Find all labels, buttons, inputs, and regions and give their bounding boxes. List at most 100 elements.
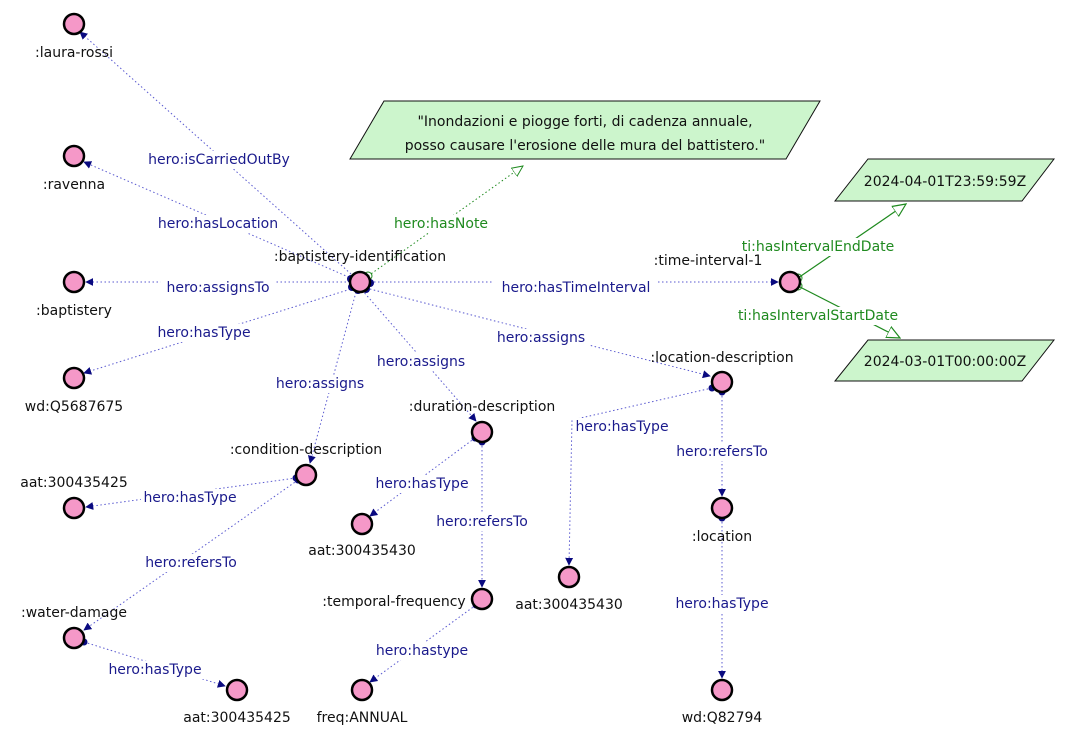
node-aat425a[interactable]: aat:300435425 — [20, 475, 128, 520]
literal-shape — [833, 339, 1056, 382]
node-circle[interactable] — [710, 370, 734, 394]
edge-ti1-startdate: ti:hasIntervalStartDate — [723, 281, 913, 338]
node-label: freq:ANNUAL — [317, 710, 408, 726]
edge-label-bg — [371, 353, 471, 371]
edge-label-bg — [105, 661, 205, 679]
node-circle[interactable] — [62, 144, 86, 168]
literal-text: 2024-04-01T23:59:59Z — [864, 174, 1026, 190]
literals-layer: "Inondazioni e piogge forti, di cadenza … — [349, 100, 1056, 382]
edge-locdesc-location: hero:refersTo — [668, 388, 776, 497]
node-durdesc[interactable]: :duration-description — [409, 399, 556, 444]
node-annual[interactable]: freq:ANNUAL — [317, 678, 408, 726]
edge-label: hero:isCarriedOutBy — [148, 152, 290, 168]
node-water[interactable]: :water-damage — [21, 605, 127, 650]
node-circle[interactable] — [294, 463, 318, 487]
literal-enddate[interactable]: 2024-04-01T23:59:59Z — [833, 158, 1056, 202]
node-label: aat:300435430 — [308, 543, 416, 559]
edge-label: ti:hasIntervalEndDate — [742, 239, 895, 255]
edge-locdesc-aat430b: hero:hasType — [565, 384, 716, 566]
literal-note[interactable]: "Inondazioni e piogge forti, di cadenza … — [349, 100, 821, 160]
edge-label: hero:assigns — [377, 354, 465, 370]
edge-durdesc-aat430a: hero:hasType — [369, 434, 479, 517]
edge-label-bg — [428, 513, 536, 531]
edge-line — [565, 387, 713, 566]
node-aat430a[interactable]: aat:300435430 — [308, 512, 416, 559]
edge-label: hero:refersTo — [145, 555, 237, 571]
edge-label: hero:refersTo — [436, 514, 528, 530]
node-label: wd:Q5687675 — [25, 399, 123, 415]
node-label: :baptistery-identification — [274, 249, 446, 265]
literal-shape — [833, 158, 1056, 202]
edges-layer: hero:isCarriedOutByhero:hasLocationhero:… — [79, 31, 913, 688]
edge-label: ti:hasIntervalStartDate — [738, 308, 898, 324]
edge-label-bg — [137, 554, 245, 572]
literal-startdate[interactable]: 2024-03-01T00:00:00Z — [833, 339, 1056, 382]
node-label: :location — [692, 529, 752, 545]
node-circle[interactable] — [348, 270, 372, 294]
edge-conddesc-water: hero:refersTo — [83, 476, 302, 631]
node-aat425b[interactable]: aat:300435425 — [183, 678, 291, 726]
literal-text: posso causare l'erosione delle mura del … — [405, 138, 766, 154]
node-circle[interactable] — [225, 678, 249, 702]
edge-label-bg — [140, 489, 240, 507]
edge-label: hero:hasType — [157, 325, 250, 341]
node-ravenna[interactable]: :ravenna — [43, 144, 105, 193]
node-circle[interactable] — [710, 678, 734, 702]
node-laura[interactable]: :laura-rossi — [35, 12, 113, 61]
node-circle[interactable] — [470, 587, 494, 611]
edge-bapid-wdQ5687675: hero:hasType — [83, 287, 355, 375]
edge-label: hero:hasTimeInterval — [502, 280, 651, 296]
node-label: :temporal-frequency — [322, 594, 465, 610]
node-circle[interactable] — [778, 270, 802, 294]
node-baptistery[interactable]: :baptistery — [36, 270, 112, 319]
node-label: aat:300435425 — [20, 475, 128, 491]
edge-tempfreq-annual: hero:hastype — [369, 601, 480, 683]
edge-durdesc-tempfreq: hero:refersTo — [428, 438, 536, 588]
edge-label: hero:assigns — [497, 330, 585, 346]
node-wdQ82794[interactable]: wd:Q82794 — [682, 678, 763, 726]
edge-bapid-durdesc: hero:assigns — [361, 289, 477, 422]
edge-label-bg — [731, 238, 905, 256]
node-circle[interactable] — [62, 626, 86, 650]
node-label: :ravenna — [43, 177, 105, 193]
literal-text: "Inondazioni e piogge forti, di cadenza … — [417, 114, 752, 130]
node-label: :time-interval-1 — [654, 253, 763, 269]
node-circle[interactable] — [557, 565, 581, 589]
node-circle[interactable] — [62, 12, 86, 36]
node-circle[interactable] — [62, 496, 86, 520]
edge-label: hero:assignsTo — [166, 280, 269, 296]
edge-label: hero:hasType — [675, 596, 768, 612]
edge-label-bg — [723, 307, 913, 325]
edge-bapid-locdesc: hero:assigns — [365, 287, 711, 379]
node-bapid[interactable]: :baptistery-identification — [274, 249, 446, 294]
edge-label: hero:hasType — [575, 419, 668, 435]
node-aat430b[interactable]: aat:300435430 — [515, 565, 623, 613]
node-locdesc[interactable]: :location-description — [650, 350, 794, 394]
node-label: :condition-description — [230, 442, 382, 458]
edge-bapid-ti1: hero:hasTimeInterval — [370, 278, 779, 297]
edge-label-bg — [668, 443, 776, 461]
node-circle[interactable] — [62, 270, 86, 294]
literal-shape — [349, 100, 821, 160]
node-tempfreq[interactable]: :temporal-frequency — [322, 587, 494, 611]
edge-bapid-conddesc: hero:assigns — [270, 291, 370, 464]
edge-label-bg — [491, 329, 591, 347]
node-circle[interactable] — [62, 366, 86, 390]
edge-label-bg — [372, 642, 472, 660]
node-circle[interactable] — [470, 420, 494, 444]
node-circle[interactable] — [350, 512, 374, 536]
node-circle[interactable] — [710, 496, 734, 520]
edge-water-aat425b: hero:hasType — [80, 638, 226, 688]
node-location[interactable]: :location — [692, 496, 752, 545]
node-label: aat:300435430 — [515, 597, 623, 613]
node-ti1[interactable]: :time-interval-1 — [654, 253, 802, 294]
node-wdQ5687675[interactable]: wd:Q5687675 — [25, 366, 123, 415]
edge-line — [79, 31, 361, 283]
node-circle[interactable] — [350, 678, 374, 702]
edge-line — [85, 477, 297, 510]
node-conddesc[interactable]: :condition-description — [230, 442, 382, 487]
edge-label-bg — [572, 418, 672, 436]
edge-label-bg — [160, 279, 276, 297]
edge-location-wdQ82794: hero:hasType — [672, 514, 772, 679]
